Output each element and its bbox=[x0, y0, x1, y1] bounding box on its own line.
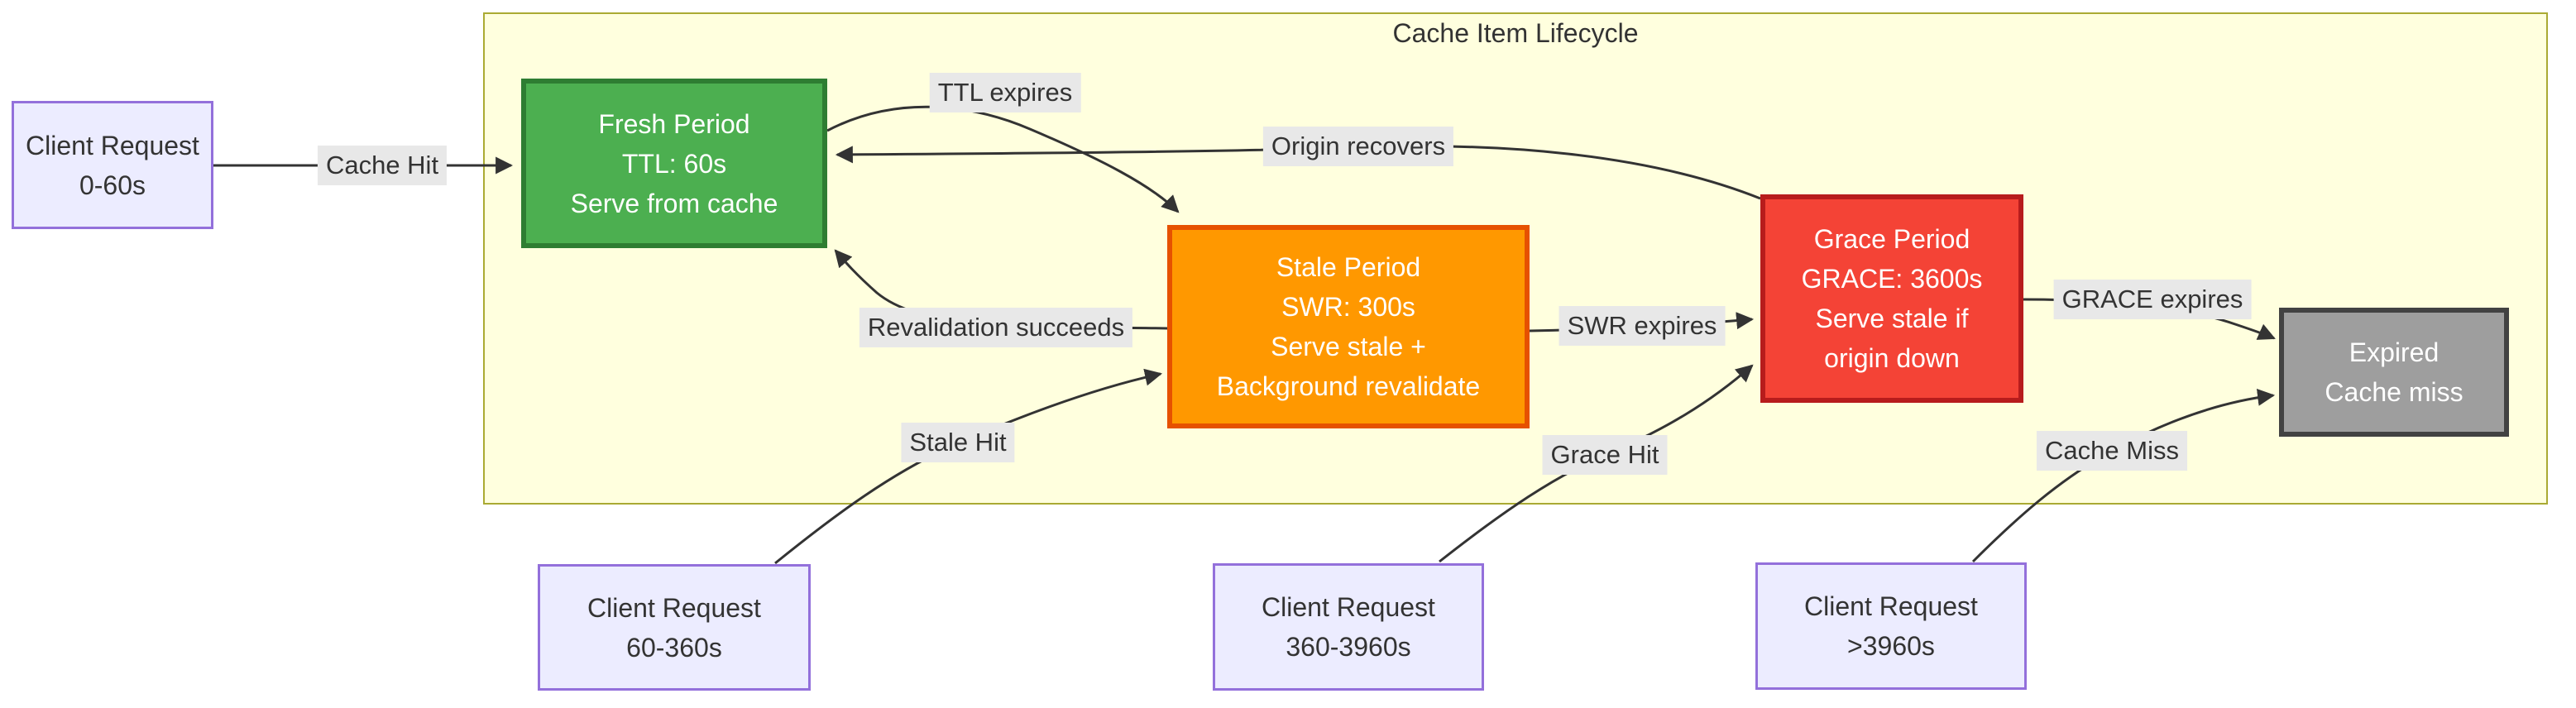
node-client-request-60-360s: Client Request 60-360s bbox=[538, 564, 811, 691]
node-grace-period: Grace Period GRACE: 3600s Serve stale if… bbox=[1760, 194, 2023, 403]
edge-label-grace-expires: GRACE expires bbox=[2053, 280, 2252, 319]
subgraph-title: Cache Item Lifecycle bbox=[1392, 18, 1639, 48]
edge-stale-hit bbox=[774, 368, 1163, 565]
node-expired: Expired Cache miss bbox=[2279, 308, 2509, 437]
edge-ttl-expires bbox=[826, 105, 1180, 213]
edge-label-cache-hit: Cache Hit bbox=[317, 146, 448, 185]
edge-label-stale-hit: Stale Hit bbox=[901, 423, 1015, 462]
edge-label-origin-recovers: Origin recovers bbox=[1262, 127, 1454, 166]
node-stale-period: Stale Period SWR: 300s Serve stale + Bac… bbox=[1167, 225, 1530, 428]
edge-label-cache-miss: Cache Miss bbox=[2037, 431, 2187, 471]
node-fresh-period: Fresh Period TTL: 60s Serve from cache bbox=[521, 79, 827, 248]
edge-label-grace-hit: Grace Hit bbox=[1542, 435, 1668, 475]
node-client-request-0-60s: Client Request 0-60s bbox=[12, 101, 213, 229]
edge-label-swr-expires: SWR expires bbox=[1559, 306, 1726, 346]
edge-label-revalidation-succeeds: Revalidation succeeds bbox=[859, 308, 1133, 347]
node-client-request-360-3960s: Client Request 360-3960s bbox=[1213, 563, 1484, 691]
node-client-request-gt3960s: Client Request >3960s bbox=[1755, 562, 2027, 690]
edge-cache-miss bbox=[1971, 388, 2276, 563]
edge-label-ttl-expires: TTL expires bbox=[929, 73, 1081, 112]
